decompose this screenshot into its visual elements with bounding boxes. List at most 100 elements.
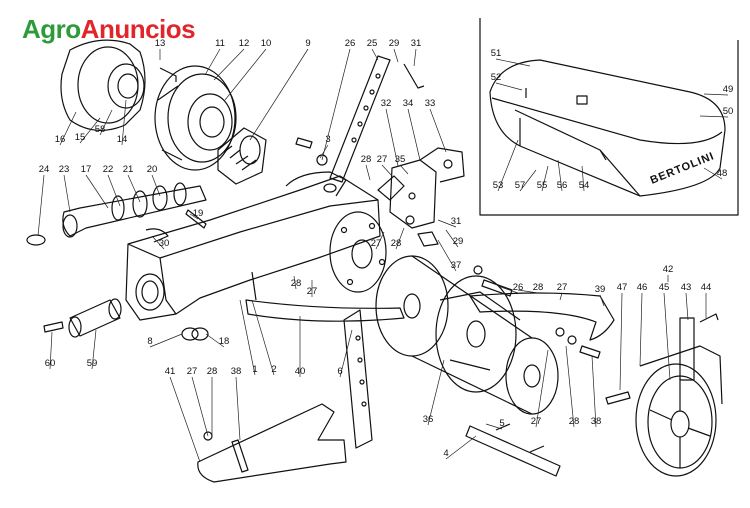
callout-number-39: 39 xyxy=(595,284,606,295)
callout-number-37: 37 xyxy=(451,260,462,271)
inset-frame xyxy=(479,18,739,216)
callout-leader-line xyxy=(127,174,141,203)
skid-plate xyxy=(245,271,405,322)
callout-number-27: 27 xyxy=(307,286,318,297)
coupling-sleeve xyxy=(68,298,122,338)
callout-leader-line xyxy=(321,48,351,161)
callout-leader-line xyxy=(169,376,201,463)
callout-number-53: 53 xyxy=(493,180,504,191)
callout-leader-line xyxy=(239,299,256,376)
callout-number-28: 28 xyxy=(361,154,372,165)
callout-leader-line xyxy=(413,48,417,67)
washer xyxy=(473,265,483,275)
bushing xyxy=(181,327,199,341)
callout-leader-line xyxy=(559,292,563,301)
split-pin xyxy=(699,313,719,323)
callout-number-6: 6 xyxy=(337,366,342,377)
callout-leader-line xyxy=(121,99,127,146)
callout-number-33: 33 xyxy=(425,98,436,109)
callout-leader-line xyxy=(235,376,241,441)
bolt xyxy=(481,279,513,297)
callout-number-17: 17 xyxy=(81,164,92,175)
callout-number-45: 45 xyxy=(659,282,670,293)
belt-cover-shield xyxy=(489,59,726,197)
callout-leader-line xyxy=(557,159,563,192)
callout-leader-line xyxy=(204,48,221,76)
callout-leader-line xyxy=(445,435,477,460)
callout-number-5: 5 xyxy=(499,418,504,429)
callout-number-32: 32 xyxy=(381,98,392,109)
callout-number-46: 46 xyxy=(637,282,648,293)
callout-number-40: 40 xyxy=(295,366,306,377)
callout-leader-line xyxy=(497,285,519,294)
callout-leader-line xyxy=(639,292,643,367)
callout-leader-line xyxy=(381,164,393,177)
callout-leader-line xyxy=(151,235,165,250)
bolt xyxy=(417,231,439,247)
callout-number-4: 4 xyxy=(443,448,448,459)
callout-leader-line xyxy=(535,349,549,428)
callout-number-25: 25 xyxy=(367,38,378,49)
callout-number-58: 58 xyxy=(95,124,106,135)
callout-leader-line xyxy=(663,292,671,381)
callout-number-42: 42 xyxy=(663,264,674,275)
callout-number-24: 24 xyxy=(39,164,50,175)
rotor-shaft xyxy=(465,423,561,477)
callout-leader-line xyxy=(91,329,97,370)
bolt xyxy=(605,391,631,405)
callout-leader-line xyxy=(149,333,183,348)
callout-number-13: 13 xyxy=(155,38,166,49)
callout-leader-line xyxy=(581,165,585,192)
callout-number-38: 38 xyxy=(231,366,242,377)
callout-number-23: 23 xyxy=(59,164,70,175)
callout-leader-line xyxy=(189,213,199,220)
washer xyxy=(567,335,577,345)
callout-leader-line xyxy=(85,174,109,209)
callout-leader-line xyxy=(517,289,539,294)
callout-leader-line xyxy=(205,333,225,348)
callout-leader-line xyxy=(191,376,209,437)
support-arm xyxy=(197,403,347,483)
callout-leader-line xyxy=(293,275,297,290)
callout-leader-line xyxy=(485,423,503,430)
callout-number-51: 51 xyxy=(491,48,502,59)
callout-number-52: 52 xyxy=(491,72,502,83)
callout-leader-line xyxy=(619,292,623,391)
split-pin xyxy=(145,228,169,243)
callout-number-27: 27 xyxy=(371,238,382,249)
callout-leader-line xyxy=(519,169,537,192)
callout-number-59: 59 xyxy=(87,358,98,369)
logo-part-1: Agro xyxy=(22,14,81,44)
callout-leader-line xyxy=(437,219,457,228)
callout-number-48: 48 xyxy=(717,168,728,179)
bell-housing xyxy=(60,39,146,131)
callout-leader-line xyxy=(407,108,421,161)
depth-stake xyxy=(343,309,373,449)
washer xyxy=(405,215,415,225)
transport-wheel xyxy=(635,317,723,477)
callout-number-26: 26 xyxy=(513,282,524,293)
callout-leader-line xyxy=(49,331,53,370)
callout-number-15: 15 xyxy=(75,132,86,143)
callout-number-27: 27 xyxy=(557,282,568,293)
callout-leader-line xyxy=(224,48,267,101)
callout-leader-line xyxy=(703,167,723,180)
callout-leader-line xyxy=(375,231,385,250)
callout-number-41: 41 xyxy=(165,366,176,377)
callout-leader-line xyxy=(385,108,399,167)
callout-leader-line xyxy=(107,174,121,207)
output-flange xyxy=(329,211,387,293)
callout-number-12: 12 xyxy=(239,38,250,49)
callout-leader-line xyxy=(497,139,519,192)
callout-leader-line xyxy=(393,48,399,63)
callout-leader-line xyxy=(565,345,575,428)
callout-leader-line xyxy=(591,355,597,428)
callout-number-16: 16 xyxy=(55,134,66,145)
callout-leader-line xyxy=(427,359,445,426)
callout-number-31: 31 xyxy=(451,216,462,227)
callout-number-44: 44 xyxy=(701,282,712,293)
callout-leader-line xyxy=(339,329,353,378)
circlip xyxy=(26,234,46,246)
